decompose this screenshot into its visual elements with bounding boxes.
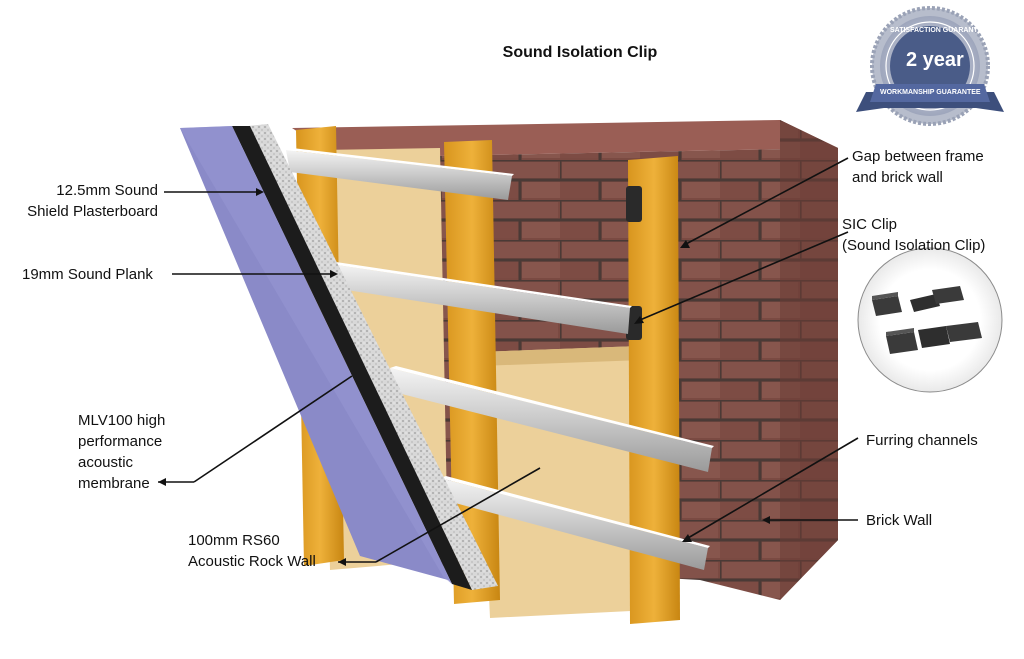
label-rock-wall: 100mm RS60 Acoustic Rock Wall xyxy=(188,532,316,570)
label-brick-wall: Brick Wall xyxy=(866,512,933,529)
leader-rock-wall-b xyxy=(375,467,541,563)
leader-furring xyxy=(687,437,859,539)
sic-clip-photo-top xyxy=(872,286,964,316)
timber-stud-right xyxy=(628,156,680,624)
sic-clip-detail xyxy=(857,247,1003,393)
sic-clip-lower xyxy=(626,306,642,340)
badge-arc-text: SATISFACTION GUARANTEED xyxy=(890,27,993,34)
mlv-membrane-edge xyxy=(232,126,472,590)
furring-channel-2 xyxy=(330,262,632,334)
leader-sic-clip xyxy=(639,231,849,321)
label-mlv-membrane: MLV100 high performance acoustic membran… xyxy=(78,412,166,492)
label-plasterboard: 12.5mm Sound Shield Plasterboard xyxy=(27,182,158,220)
sic-clip-upper xyxy=(626,186,642,222)
guarantee-badge xyxy=(856,6,1004,126)
plasterboard-panel xyxy=(180,126,452,584)
sic-clip-photo-bottom xyxy=(886,322,982,354)
furring-channel-1 xyxy=(286,148,514,200)
badge-main-text: 2 year xyxy=(906,49,964,71)
furring-channel-4 xyxy=(440,476,710,570)
diagram-title: Sound Isolation Clip xyxy=(502,44,658,61)
label-sound-plank: 19mm Sound Plank xyxy=(22,266,153,283)
label-sic-clip: SIC Clip (Sound Isolation Clip) xyxy=(842,216,986,254)
rock-wall-batt-right xyxy=(478,346,650,618)
leader-mlv-b xyxy=(193,375,353,483)
sound-plank-edge xyxy=(248,124,498,590)
leader-gap xyxy=(685,157,849,245)
furring-channel-3 xyxy=(390,366,714,472)
label-gap: Gap between frame and brick wall xyxy=(852,148,984,186)
badge-ribbon-text: WORKMANSHIP GUARANTEE xyxy=(880,89,981,96)
label-furring: Furring channels xyxy=(866,432,978,449)
